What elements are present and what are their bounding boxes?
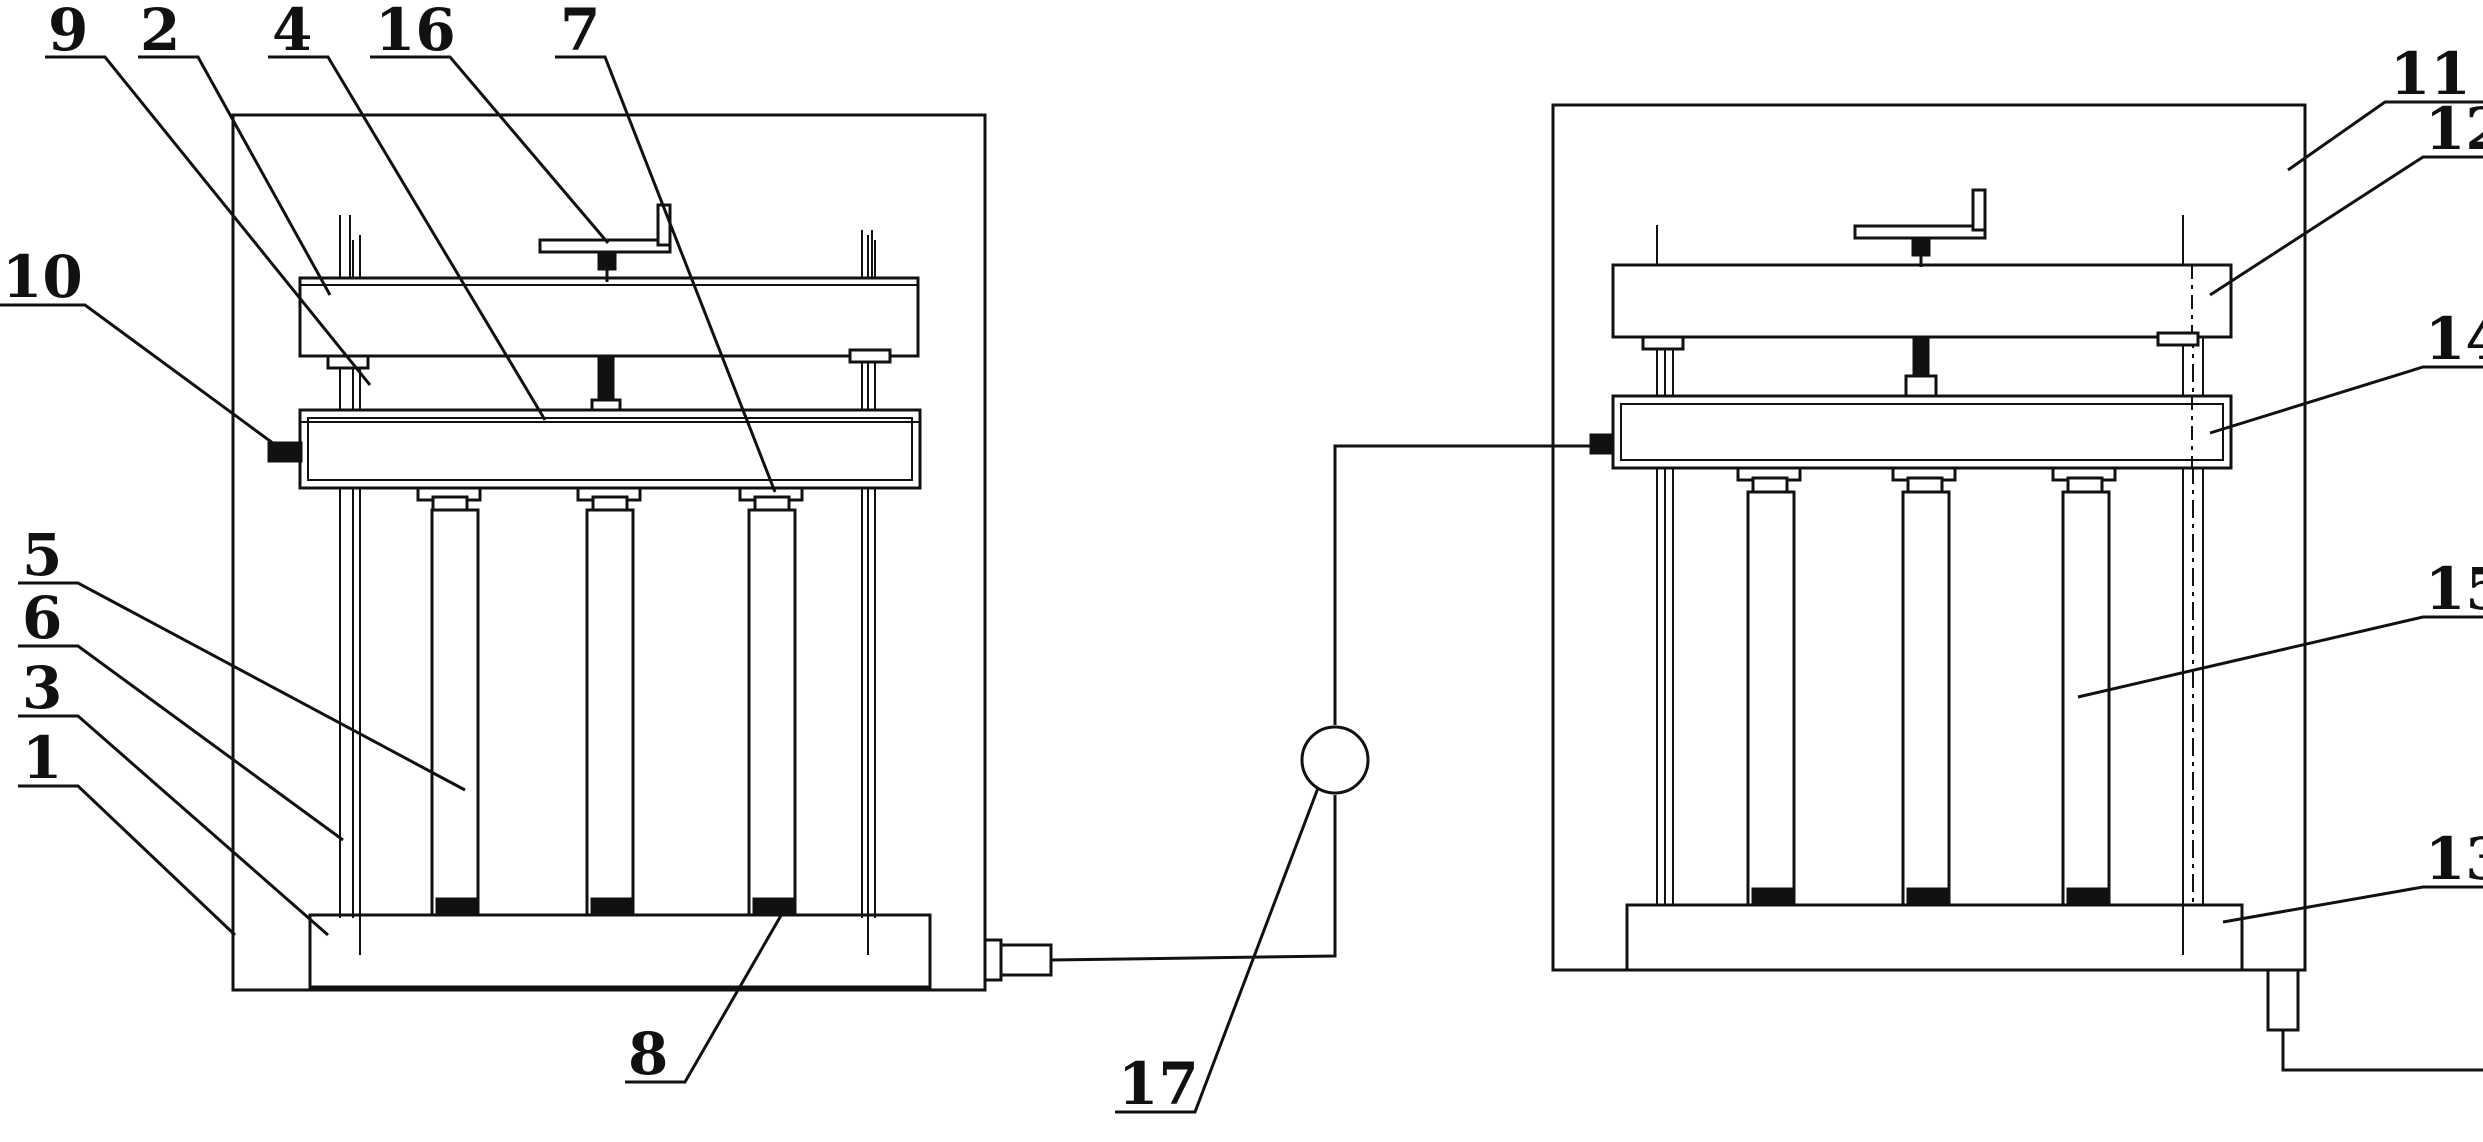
right-screw-shaft [1912,337,1930,377]
label-16: 16 [375,0,456,64]
leader-3 [18,714,329,937]
left-apparatus [231,113,1053,992]
right-handwheel-handle [1971,188,1987,232]
leader-1 [18,784,237,937]
label-1: 1 [22,724,62,792]
pump [1300,725,1370,795]
right-handwheel [1853,224,1987,240]
right-plug-b [1906,887,1950,906]
left-plug-a [435,897,479,916]
left-hollow-plate-inner [307,417,913,481]
left-top-plate [298,276,920,358]
leader-9 [45,55,372,386]
label-13: 13 [2425,825,2483,893]
left-outlet-port [996,943,1053,977]
label-5: 5 [22,521,62,589]
leader-lines [0,55,2483,1114]
label-15: 15 [2425,555,2483,623]
leader-16 [370,55,610,244]
right-screw-foot [1904,374,1938,398]
left-tube-b [585,508,635,917]
leader-4 [268,55,547,421]
right-plug-a [1751,887,1795,906]
label-2: 2 [140,0,180,64]
right-tube-b [1901,490,1951,907]
right-screw-nut [1911,237,1931,257]
part-labels: 9 2 4 16 7 10 5 6 3 1 8 17 11 12 14 15 1… [2,0,2483,1118]
leader-7 [555,55,777,493]
left-base-plate [308,913,932,989]
right-hollow-plate-inner [1620,403,2224,461]
inlet-pipe [1333,444,1598,725]
label-9: 9 [48,0,88,64]
right-hollow-plate [1611,394,2233,470]
right-nut-a [1641,335,1685,351]
label-11: 11 [2390,40,2471,108]
outlet-pipe [1050,795,1337,962]
label-6: 6 [22,584,62,652]
right-apparatus [1551,103,2483,1072]
label-8: 8 [628,1020,668,1088]
leader-2 [138,55,332,296]
right-mount-a2 [1751,476,1789,494]
right-drain-pipe [2281,1030,2483,1072]
right-tube-c [2061,490,2111,907]
right-mount-b2 [1906,476,1944,494]
leader-6 [18,644,344,842]
left-outlet-flange [983,938,1003,982]
right-top-plate [1611,263,2233,339]
leader-12 [2209,155,2483,297]
left-plug-b [590,897,634,916]
leader-15 [2077,615,2483,699]
left-handwheel [538,238,672,254]
left-screw-nut [597,251,617,271]
label-3: 3 [22,654,62,722]
pipe-and-pump [1050,444,1598,962]
right-base-plate [1625,903,2244,972]
left-enclosure [231,113,987,992]
left-nut-b [848,348,892,364]
leader-14 [2209,365,2483,435]
label-10: 10 [2,243,83,311]
label-4: 4 [272,0,312,64]
right-plug-c [2066,887,2110,906]
right-nut-b [2156,331,2200,347]
leader-13 [2222,885,2483,924]
label-17: 17 [1118,1050,1199,1118]
right-drain-port [2266,968,2300,1032]
leader-8 [625,911,785,1084]
leader-5 [18,581,466,792]
right-mount-c2 [2066,476,2104,494]
label-12: 12 [2425,95,2483,163]
right-tube-a [1746,490,1796,907]
left-tube-c [747,508,797,917]
leader-17 [1115,787,1320,1114]
left-tube-a [430,508,480,917]
label-14: 14 [2425,305,2483,373]
label-7: 7 [560,0,600,64]
left-screw-shaft [597,357,615,401]
left-plug-c [752,897,796,916]
leader-10 [0,303,286,454]
right-connector [1589,433,1615,455]
leader-11 [2287,100,2483,172]
